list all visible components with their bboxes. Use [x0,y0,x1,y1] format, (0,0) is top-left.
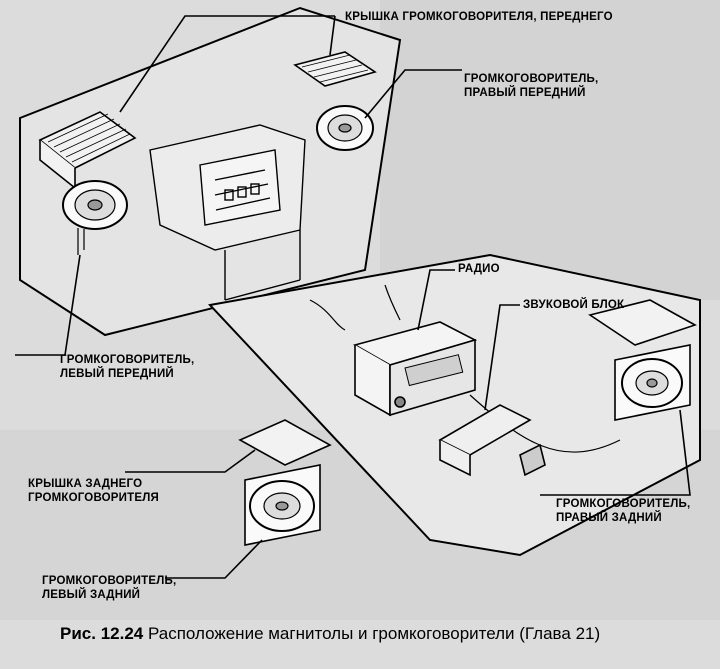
left-rear-speaker-icon [244,464,321,546]
dashboard-console-icon [149,124,306,301]
label-right-front-line1: ГРОМКОГОВОРИТЕЛЬ, [464,73,599,85]
label-right-rear-line2: ПРАВЫЙ ЗАДНИЙ [556,512,662,524]
sound-unit-icon [438,404,546,477]
radio-unit-icon [352,321,478,417]
label-radio: РАДИО [458,263,500,275]
left-rear-cover-icon [238,419,332,466]
figure-number: Рис. 12.24 [60,624,144,643]
label-sound-unit: ЗВУКОВОЙ БЛОК [523,299,625,311]
leader-lines [15,15,691,579]
left-front-speaker-icon [62,180,128,255]
left-front-cover-icon [38,111,137,190]
label-right-front-line2: ПРАВЫЙ ПЕРЕДНИЙ [464,87,586,99]
label-rear-cover-line1: КРЫШКА ЗАДНЕГО [28,478,143,490]
label-right-rear-line1: ГРОМКОГОВОРИТЕЛЬ, [556,498,691,510]
label-front-cover: КРЫШКА ГРОМКОГОВОРИТЕЛЯ, ПЕРЕДНЕГО [345,11,613,23]
figure-caption: Рис. 12.24 Расположение магнитолы и гром… [60,624,600,644]
right-rear-speaker-icon [614,344,691,421]
right-front-speaker-icon [316,105,374,151]
front-cover-icon [293,51,377,87]
label-left-front-line2: ЛЕВЫЙ ПЕРЕДНИЙ [60,368,174,380]
figure-caption-text: Расположение магнитолы и громкоговорител… [147,624,601,643]
label-left-front-line1: ГРОМКОГОВОРИТЕЛЬ, [60,354,195,366]
label-left-rear-line1: ГРОМКОГОВОРИТЕЛЬ, [42,575,177,587]
right-rear-cover-icon [588,299,697,346]
label-left-rear-line2: ЛЕВЫЙ ЗАДНИЙ [42,589,141,601]
label-rear-cover-line2: ГРОМКОГОВОРИТЕЛЯ [28,492,159,504]
wiring-icon [309,284,621,453]
